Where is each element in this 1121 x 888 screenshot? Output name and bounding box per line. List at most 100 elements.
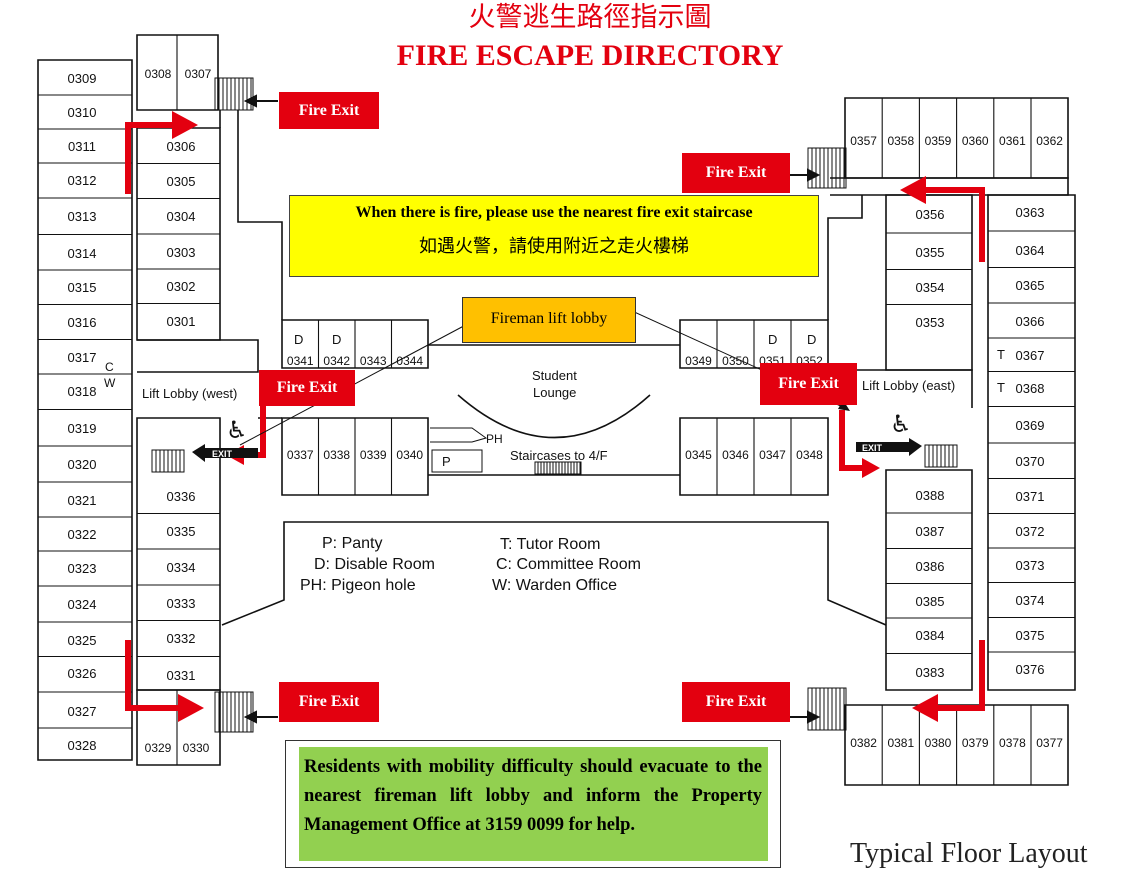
room-number: 0309 — [68, 71, 97, 86]
fire-exit-label-west-lobby: Fire Exit — [259, 370, 355, 406]
legend-d: D: Disable Room — [314, 556, 435, 573]
room-number: 0321 — [68, 493, 97, 508]
room-number: 0366 — [1016, 314, 1045, 329]
room-number: 0330 — [183, 741, 210, 755]
room-number: 0368 — [1016, 381, 1045, 396]
room-number: 0301 — [167, 314, 196, 329]
room-number: 0383 — [916, 665, 945, 680]
room-mark-w: W — [104, 376, 116, 390]
fireman-lift-lobby-label: Fireman lift lobby — [462, 297, 636, 343]
room-number: 0315 — [68, 280, 97, 295]
pantry-box — [431, 449, 483, 473]
room-number: 0358 — [887, 134, 914, 148]
room-number: 0338 — [323, 448, 350, 462]
room-number: 0306 — [167, 139, 196, 154]
legend-c: C: Committee Room — [496, 556, 641, 573]
staircases-label: Staircases to 4/F — [510, 448, 608, 463]
room-number: 0313 — [68, 209, 97, 224]
room-number: 0329 — [145, 741, 172, 755]
fire-exit-label-east-lobby: Fire Exit — [760, 363, 857, 405]
room-number: 0376 — [1016, 662, 1045, 677]
room-number: 0312 — [68, 173, 97, 188]
lift-lobby-west-label: Lift Lobby (west) — [142, 386, 237, 401]
room-number: 0327 — [68, 704, 97, 719]
room-mark-t: T — [997, 347, 1005, 362]
typical-floor-layout-caption: Typical Floor Layout — [850, 838, 1088, 869]
accessible-icon-west: ♿ — [226, 417, 248, 444]
stair-hatching — [155, 78, 954, 732]
room-number: 0354 — [916, 280, 945, 295]
room-number: 0373 — [1016, 558, 1045, 573]
legend-p: P: Panty — [322, 535, 382, 552]
room-number: 0357 — [850, 134, 877, 148]
room-number: 0344 — [396, 354, 423, 368]
room-number: 0325 — [68, 633, 97, 648]
legend: P: Panty D: Disable Room PH: Pigeon hole… — [300, 535, 641, 594]
black-arrows — [243, 94, 821, 724]
pigeon-hole — [430, 427, 488, 443]
room-number: 0320 — [68, 457, 97, 472]
room-number: 0339 — [360, 448, 387, 462]
room-number: 0307 — [185, 67, 212, 81]
room-number: 0359 — [925, 134, 952, 148]
ph-label: PH — [486, 432, 503, 446]
title-english: FIRE ESCAPE DIRECTORY — [396, 39, 784, 72]
room-number: 0324 — [68, 597, 97, 612]
room-number: 0341 — [287, 354, 314, 368]
room-number: 0347 — [759, 448, 786, 462]
room-number: 0371 — [1016, 489, 1045, 504]
fire-exit-label-southwest: Fire Exit — [279, 682, 379, 722]
exit-sign-west-label: EXIT — [212, 449, 233, 459]
room-number: 0316 — [68, 315, 97, 330]
room-number: 0388 — [916, 488, 945, 503]
room-number: 0375 — [1016, 628, 1045, 643]
lift-lobby-east-label: Lift Lobby (east) — [862, 378, 955, 393]
room-number: 0308 — [145, 67, 172, 81]
fire-notice: When there is fire, please use the neare… — [289, 195, 819, 277]
room-number: 0355 — [916, 245, 945, 260]
room-number: 0332 — [167, 631, 196, 646]
room-number: 0345 — [685, 448, 712, 462]
room-number: 0349 — [685, 354, 712, 368]
room-number: 0314 — [68, 246, 97, 261]
room-number: 0337 — [287, 448, 314, 462]
accessible-icon-east: ♿ — [890, 411, 912, 438]
room-number: 0369 — [1016, 418, 1045, 433]
room-number: 0372 — [1016, 524, 1045, 539]
room-number: 0336 — [167, 489, 196, 504]
room-mark-d: D — [332, 332, 341, 347]
legend-ph: PH: Pigeon hole — [300, 577, 416, 594]
fire-exit-label-northeast: Fire Exit — [682, 153, 790, 193]
room-number: 0319 — [68, 421, 97, 436]
room-number: 0305 — [167, 174, 196, 189]
room-number: 0385 — [916, 594, 945, 609]
room-number: 0362 — [1036, 134, 1063, 148]
walls — [37, 34, 1076, 786]
room-labels: 0309031003110312031303140315031603170318… — [68, 67, 1064, 755]
room-number: 0326 — [68, 666, 97, 681]
room-number: 0343 — [360, 354, 387, 368]
p-label: P — [442, 454, 451, 469]
room-dividers — [38, 35, 1075, 785]
room-number: 0342 — [323, 354, 350, 368]
room-number: 0381 — [887, 736, 914, 750]
student-lounge-label-2: Lounge — [533, 385, 576, 400]
room-number: 0379 — [962, 736, 989, 750]
room-mark-d: D — [768, 332, 777, 347]
room-number: 0350 — [722, 354, 749, 368]
room-number: 0340 — [396, 448, 423, 462]
room-number: 0317 — [68, 350, 97, 365]
room-number: 0367 — [1016, 348, 1045, 363]
fire-exit-label-southeast: Fire Exit — [682, 682, 790, 722]
room-number: 0331 — [167, 668, 196, 683]
room-number: 0361 — [999, 134, 1026, 148]
room-number: 0333 — [167, 596, 196, 611]
room-number: 0302 — [167, 279, 196, 294]
fire-notice-english: When there is fire, please use the neare… — [355, 204, 753, 221]
room-number: 0380 — [925, 736, 952, 750]
room-number: 0346 — [722, 448, 749, 462]
room-number: 0370 — [1016, 454, 1045, 469]
red-escape-arrows — [125, 122, 985, 711]
